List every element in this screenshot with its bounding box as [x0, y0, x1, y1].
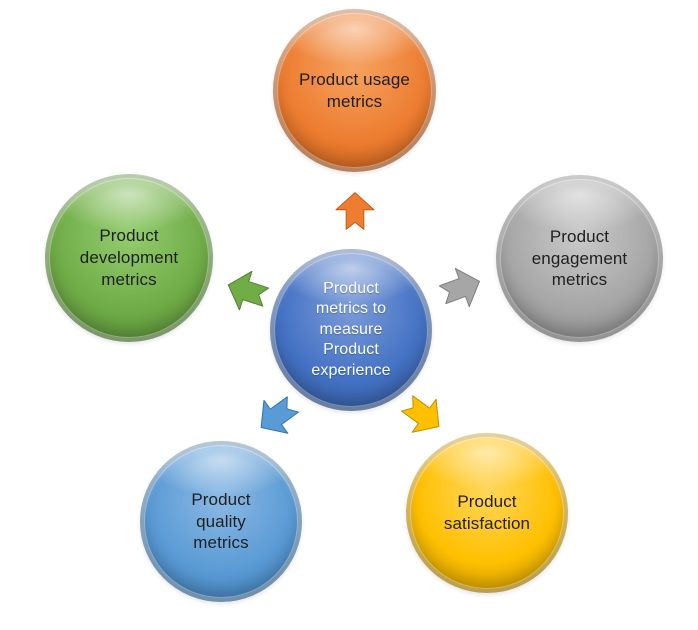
- node-product-development-metrics: Product development metrics: [45, 174, 213, 342]
- node-label: Product quality metrics: [191, 489, 251, 553]
- node-label: Product engagement metrics: [531, 226, 628, 290]
- node-product-satisfaction: Product satisfaction: [406, 433, 568, 593]
- node-product-engagement-metrics: Product engagement metrics: [496, 175, 663, 342]
- node-label: Product development metrics: [79, 226, 179, 289]
- node-label: Product satisfaction: [443, 492, 531, 533]
- node-label: Product usage metrics: [299, 69, 410, 111]
- node-label: Product metrics to measure Product exper…: [311, 279, 391, 379]
- node-product-quality-metrics: Product quality metrics: [140, 441, 302, 602]
- node-product-usage-metrics: Product usage metrics: [273, 9, 436, 172]
- node-center-product-metrics: Product metrics to measure Product exper…: [270, 249, 432, 411]
